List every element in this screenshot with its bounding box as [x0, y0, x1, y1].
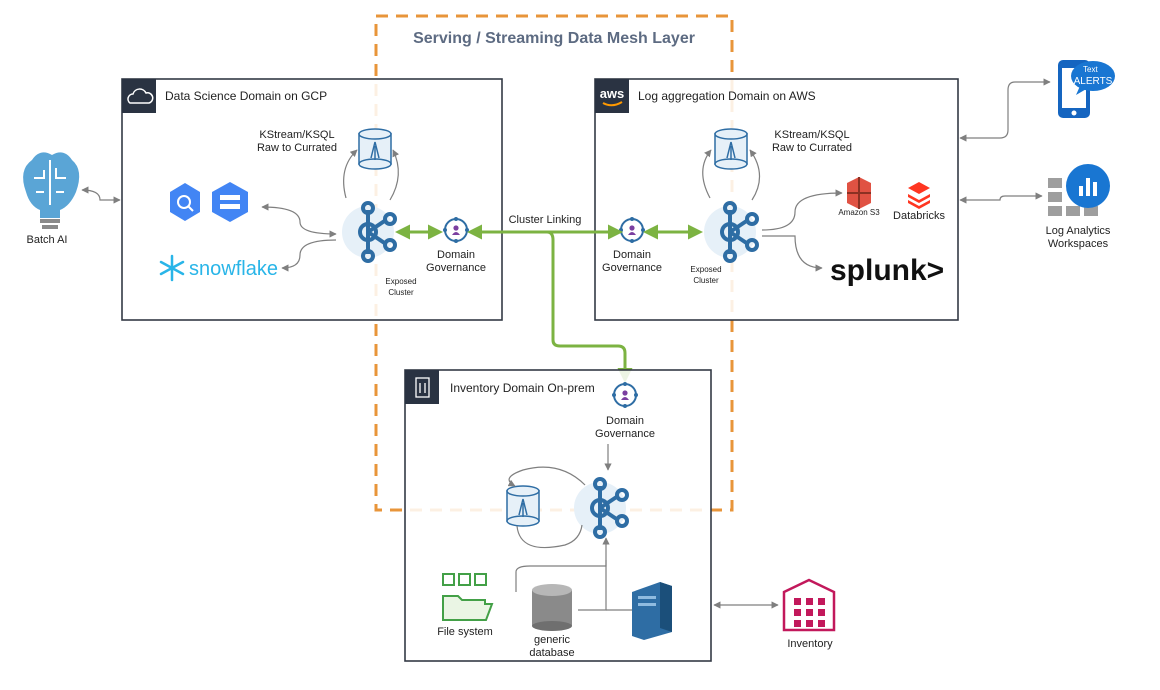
gcp-kstream-label-2: Raw to Currated [257, 142, 337, 154]
aws-icon: aws [600, 86, 625, 101]
aws-exposed-label-2: Cluster [693, 276, 719, 285]
onprem-governance-label-2: Governance [595, 428, 655, 440]
amazon-s3-label: Amazon S3 [838, 208, 880, 217]
building-icon [415, 377, 430, 398]
phone-alert-icon: Text ALERTS [1058, 60, 1115, 118]
log-analytics-node: Log Analytics Workspaces [959, 164, 1111, 250]
splunk-logo: splunk> [830, 254, 944, 287]
generic-database-icon [532, 584, 572, 631]
amazon-s3-icon [847, 177, 871, 209]
file-system-label: File system [437, 626, 493, 638]
databricks-icon [908, 182, 930, 209]
onprem-domain: Inventory Domain On-prem Domain Governan… [404, 369, 712, 662]
aws-kstream-label: KStream/KSQL [774, 129, 849, 141]
mesh-layer-title: Serving / Streaming Data Mesh Layer [413, 30, 695, 47]
file-system-icon [442, 573, 494, 621]
onprem-ksql-database-icon [506, 485, 540, 527]
gcp-exposed-label-2: Cluster [388, 288, 414, 297]
log-analytics-label: Log Analytics [1046, 225, 1111, 237]
inventory-label: Inventory [787, 638, 833, 650]
text-alerts-line1: Text [1083, 65, 1098, 74]
generic-database-label-2: database [529, 647, 574, 659]
batch-ai-node: Batch AI [23, 152, 121, 246]
generic-database-label: generic [534, 634, 571, 646]
text-alerts-node: Text ALERTS [959, 60, 1115, 142]
onprem-governance-label: Domain [606, 415, 644, 427]
gcp-governance-label: Domain [437, 249, 475, 261]
batch-ai-label: Batch AI [27, 234, 68, 246]
inventory-node: Inventory [713, 578, 836, 650]
snowflake-icon: snowflake [159, 254, 278, 282]
aws-governance-label-2: Governance [602, 262, 662, 274]
gcp-exposed-label: Exposed [385, 277, 416, 286]
gcp-kstream-label: KStream/KSQL [259, 129, 334, 141]
log-analytics-label-2: Workspaces [1048, 238, 1109, 250]
gcp-ksql-database-icon [358, 128, 392, 170]
brain-icon [23, 152, 80, 229]
aws-domain-title: Log aggregation Domain on AWS [638, 89, 816, 103]
databricks-label: Databricks [893, 210, 945, 222]
aws-kstream-label-2: Raw to Currated [772, 142, 852, 154]
log-analytics-icon [1048, 164, 1110, 216]
aws-governance-label: Domain [613, 249, 651, 261]
cluster-linking-label: Cluster Linking [509, 214, 582, 226]
onprem-domain-title: Inventory Domain On-prem [450, 381, 595, 395]
bigquery-icon [170, 183, 200, 221]
aws-domain: aws Log aggregation Domain on AWS KStrea… [594, 78, 959, 321]
text-alerts-line2: ALERTS [1074, 76, 1113, 87]
gcp-domain: Data Science Domain on GCP KStream/KSQL … [121, 78, 503, 321]
aws-exposed-label: Exposed [690, 265, 721, 274]
inventory-icon [782, 578, 836, 632]
snowflake-logo-text: snowflake [189, 258, 278, 280]
cloud-icon [127, 88, 154, 104]
aws-ksql-database-icon [714, 128, 748, 170]
cloud-storage-icon [212, 182, 248, 222]
gcp-governance-label-2: Governance [426, 262, 486, 274]
server-icon [632, 582, 672, 640]
cluster-linking: Cluster Linking [467, 214, 633, 383]
gcp-domain-title: Data Science Domain on GCP [165, 89, 327, 103]
